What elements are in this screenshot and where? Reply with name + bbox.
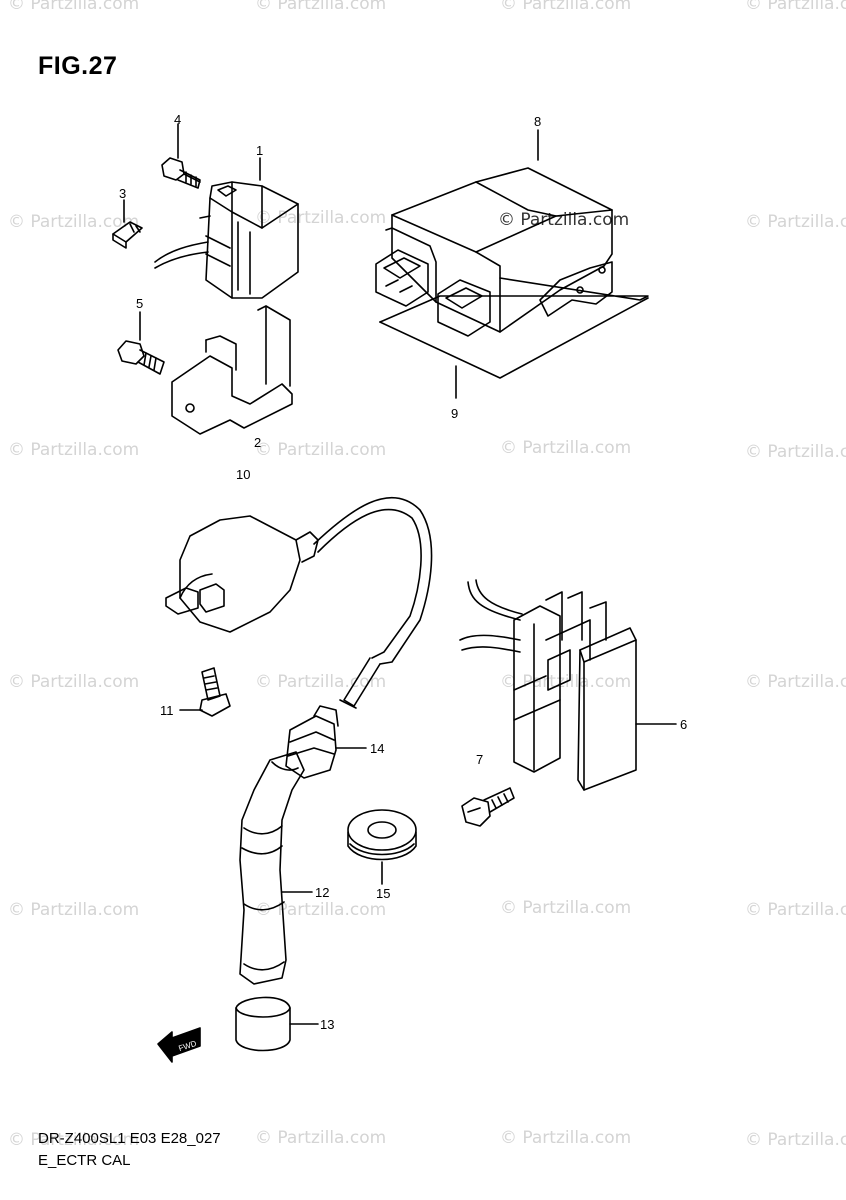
- watermark: © Partzilla.com: [255, 1128, 387, 1148]
- watermark: © Partzilla.com: [500, 1128, 632, 1148]
- bolt-4: [161, 157, 201, 189]
- bolt-7: [461, 787, 515, 827]
- watermark: © Partzilla.com: [745, 1130, 846, 1150]
- watermark: © Partzilla.com: [745, 0, 846, 14]
- callout-1: 1: [256, 143, 263, 158]
- callout-14: 14: [370, 741, 384, 756]
- callout-3: 3: [119, 186, 126, 201]
- callout-13: 13: [320, 1017, 334, 1032]
- watermark: © Partzilla.com: [255, 0, 387, 14]
- callouts: 1 2 3 4 5 6 7 8 9 10 11 12 13 14 15: [119, 112, 687, 1032]
- callout-6: 6: [680, 717, 687, 732]
- plug-cap-12: [239, 751, 305, 985]
- watermark: © Partzilla.com: [8, 672, 140, 692]
- watermark: © Partzilla.com: [8, 1130, 140, 1150]
- watermark: © Partzilla.com: [8, 900, 140, 920]
- section-name: E_ECTR CAL: [38, 1152, 131, 1169]
- figure-title: FIG.27: [38, 52, 118, 80]
- forward-arrow-icon: [157, 1027, 201, 1063]
- watermark: © Partzilla.com: [745, 672, 846, 692]
- watermark: © Partzilla.com: [500, 898, 632, 918]
- watermark: © Partzilla.com: [745, 442, 846, 462]
- watermark: © Partzilla.com: [745, 900, 846, 920]
- watermark: © Partzilla.com: [255, 672, 387, 692]
- connector-3: [112, 221, 143, 249]
- callout-7: 7: [476, 752, 483, 767]
- callout-5: 5: [136, 296, 143, 311]
- callout-10: 10: [236, 467, 250, 482]
- callout-11: 11: [160, 703, 174, 718]
- watermark: © Partzilla.com: [500, 0, 632, 14]
- callout-12: 12: [315, 885, 329, 900]
- regulator-6: [459, 579, 637, 791]
- model-code: DR-Z400SL1 E03 E28_027: [38, 1130, 221, 1147]
- callout-15: 15: [376, 886, 390, 901]
- callout-4: 4: [174, 112, 181, 127]
- watermark: © Partzilla.com: [255, 900, 387, 920]
- grommet-13: [235, 996, 291, 1052]
- watermark: © Partzilla.com: [255, 440, 387, 460]
- watermark: © Partzilla.com: [500, 438, 632, 458]
- bolt-11: [199, 667, 231, 717]
- relay-1: [154, 181, 299, 299]
- bracket-2: [171, 305, 293, 435]
- callout-8: 8: [534, 114, 541, 129]
- bolt-5: [117, 340, 165, 375]
- watermark: © Partzilla.com: [8, 440, 140, 460]
- watermark: © Partzilla.com: [498, 210, 630, 230]
- ignition-coil-10: [165, 497, 433, 709]
- ecu-8: [375, 167, 649, 379]
- watermark: © Partzilla.com: [8, 212, 140, 232]
- watermark: © Partzilla.com: [255, 208, 387, 228]
- watermark: © Partzilla.com: [745, 212, 846, 232]
- watermark: © Partzilla.com: [8, 0, 140, 14]
- callout-9: 9: [451, 406, 458, 421]
- plug-boot-14: [285, 705, 339, 779]
- grommet-15: [347, 809, 417, 861]
- callout-2: 2: [254, 435, 261, 450]
